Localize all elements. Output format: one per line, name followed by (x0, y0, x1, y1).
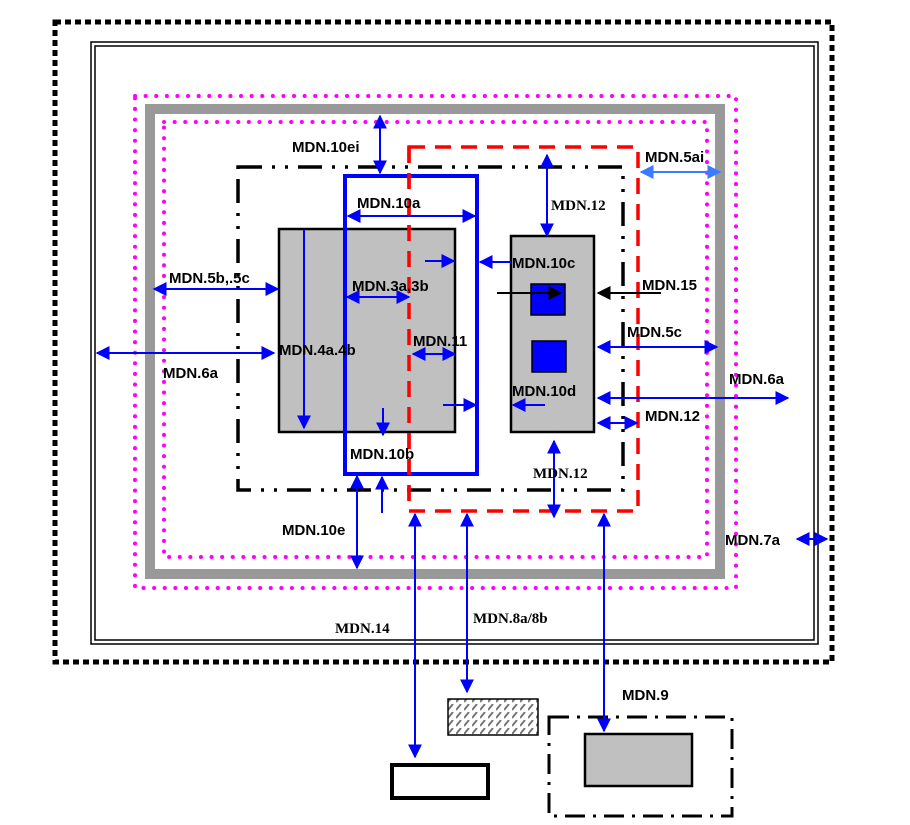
label-mdn-12-right: MDN.12 (645, 408, 700, 425)
label-mdn-14: MDN.14 (335, 621, 390, 637)
magenta-dotted-outer-boundary (133, 94, 738, 590)
blue-boundary-box (343, 174, 479, 476)
label-mdn-10c: MDN.10c (512, 255, 575, 272)
label-mdn-6a-right: MDN.6a (729, 371, 785, 388)
double-line-boundary-inner (94, 45, 815, 641)
label-mdn-10b: MDN.10b (350, 446, 414, 463)
label-mdn-12-top: MDN.12 (551, 198, 606, 214)
label-mdn-5ai: MDN.5ai (645, 149, 704, 166)
label-mdn-15: MDN.15 (642, 277, 697, 294)
blue-component-bottom (531, 340, 567, 373)
blue-component-top (530, 283, 566, 316)
label-mdn-5c: MDN.5c (627, 324, 682, 341)
label-mdn-3a-3b: MDN.3a,3b (352, 278, 429, 295)
label-mdn-7a: MDN.7a (725, 532, 781, 549)
magenta-dotted-inner-boundary (162, 120, 709, 559)
dash-dot-boundary (236, 165, 625, 492)
mdn9-gray-box (583, 732, 694, 788)
mdn9-dash-dot-boundary (547, 715, 734, 818)
label-mdn-6a-left: MDN.6a (163, 365, 219, 382)
gray-boundary (145, 104, 725, 579)
label-mdn-11: MDN.11 (413, 333, 467, 350)
label-mdn-10a: MDN.10a (357, 195, 421, 212)
double-line-boundary-outer (90, 41, 819, 645)
label-mdn-10e: MDN.10e (282, 522, 345, 539)
label-mdn-9: MDN.9 (622, 687, 669, 704)
label-mdn-10ei: MDN.10ei (292, 139, 360, 156)
label-mdn-5b-5c: MDN.5b,.5c (169, 270, 250, 287)
label-mdn-12-bottom: MDN.12 (533, 466, 588, 482)
outer-hatched-boundary (52, 19, 835, 665)
bottom-hatched-box (447, 698, 539, 736)
label-mdn-10d: MDN.10d (512, 383, 576, 400)
bottom-white-box (390, 763, 490, 800)
left-component-box (277, 227, 457, 434)
label-mdn-8a-8b: MDN.8a/8b (473, 611, 548, 627)
label-mdn-4a-4b: MDN.4a.4b (279, 342, 356, 359)
